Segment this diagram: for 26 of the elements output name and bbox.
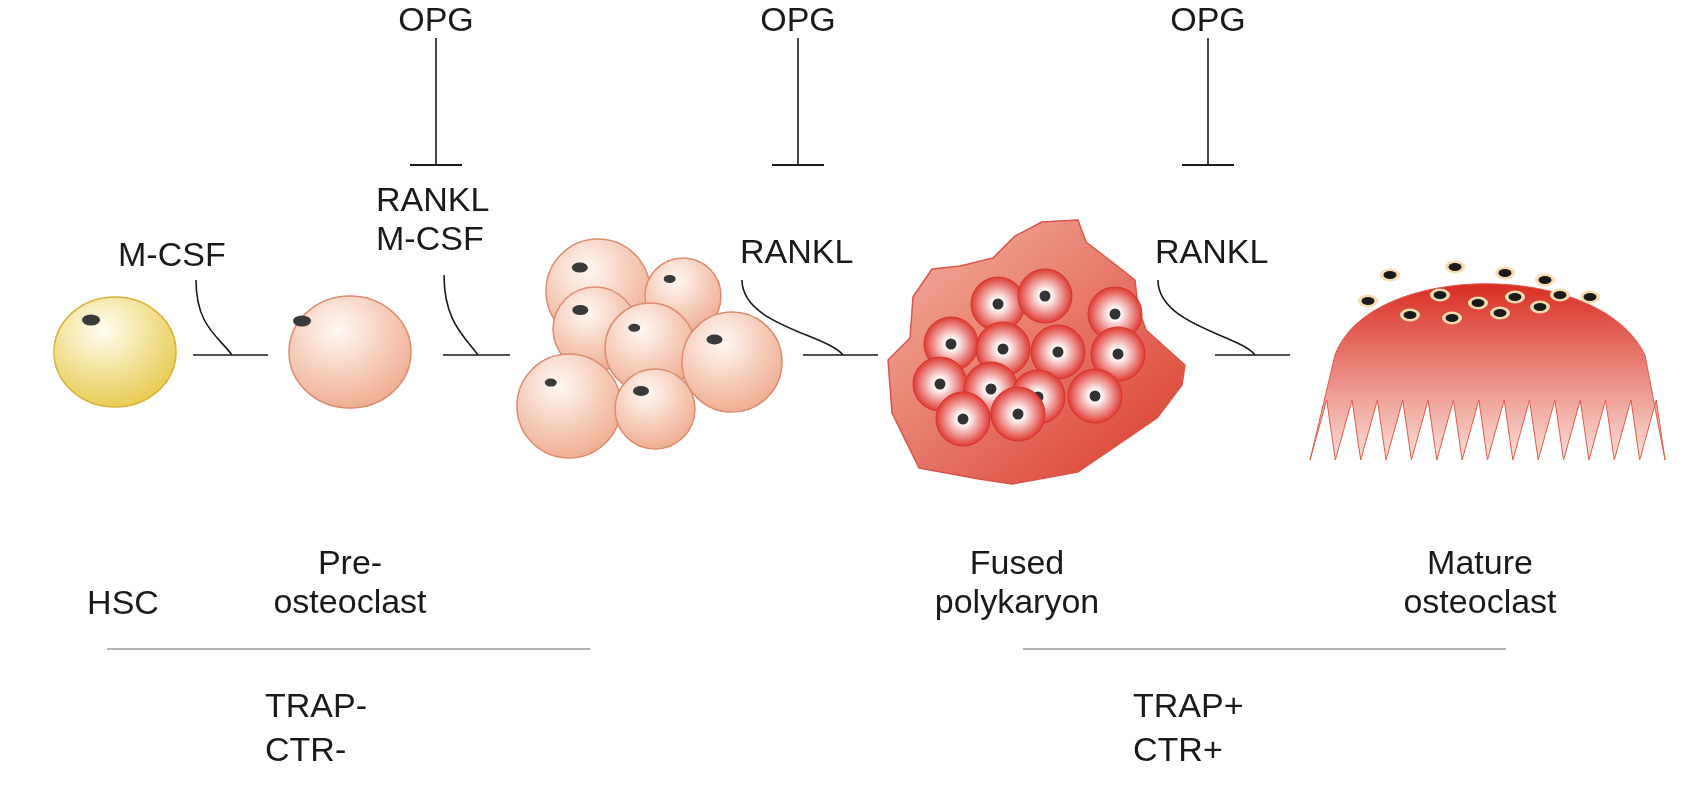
connector-line xyxy=(195,279,233,356)
inhibition-line xyxy=(409,37,463,166)
connector-line xyxy=(192,354,269,356)
inhibition-line xyxy=(1181,37,1235,166)
factor-label: M-CSF xyxy=(118,235,227,275)
cell-name: HSC xyxy=(86,583,160,623)
inhibitor-label: OPG xyxy=(1169,0,1247,40)
factor-label: RANKL xyxy=(740,232,855,272)
connector-line xyxy=(442,354,511,356)
cell-name: Pre- osteoclast xyxy=(272,543,428,622)
factor-label: RANKL M-CSF xyxy=(376,180,490,259)
inhibitor-label: OPG xyxy=(759,0,837,40)
inhibitor-label: OPG xyxy=(397,0,475,40)
connector-line xyxy=(1214,354,1291,356)
cell-name: Fused polykaryon xyxy=(933,543,1101,622)
connector-line xyxy=(1157,279,1256,356)
marker-label: TRAP- xyxy=(265,686,367,726)
connector-line xyxy=(802,354,879,356)
factor-label: RANKL xyxy=(1155,232,1270,272)
marker-label: TRAP+ xyxy=(1133,686,1244,726)
cell-name: Mature osteoclast xyxy=(1402,543,1558,622)
connector-line xyxy=(443,274,479,356)
connector-line xyxy=(741,279,844,356)
marker-label: CTR+ xyxy=(1133,730,1223,770)
inhibition-line xyxy=(771,37,825,166)
marker-label: CTR- xyxy=(265,730,347,770)
